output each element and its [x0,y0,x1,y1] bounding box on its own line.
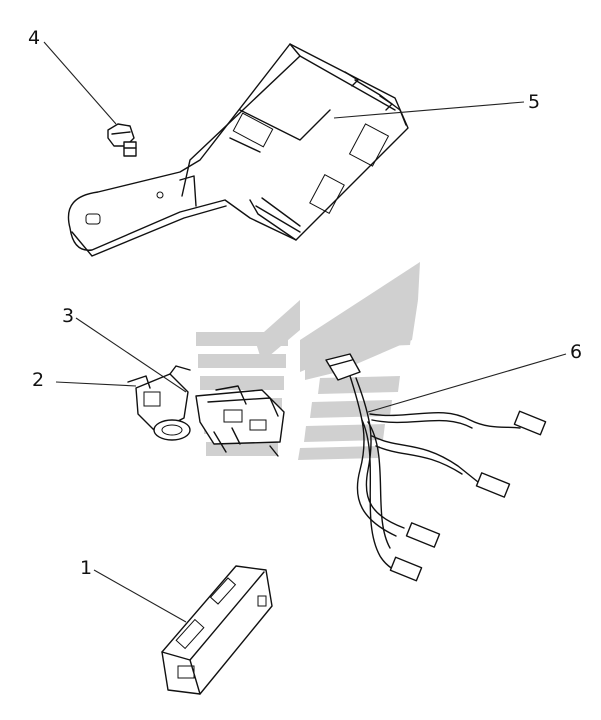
part-2-sensor [127,365,191,441]
callout-6: 6 [570,341,582,363]
callout-2: 2 [32,369,44,391]
part-5-bracket-housing [67,43,409,257]
part-6-wiring-harness [325,353,547,582]
callout-5: 5 [528,91,540,113]
callout-4: 4 [28,27,40,49]
leader-lines [43,41,567,623]
callout-1: 1 [80,557,92,579]
part-4-bolt [107,123,137,157]
part-1-module-box [161,565,273,695]
part-3-mounting-plate [195,385,285,457]
callout-3: 3 [62,305,74,327]
